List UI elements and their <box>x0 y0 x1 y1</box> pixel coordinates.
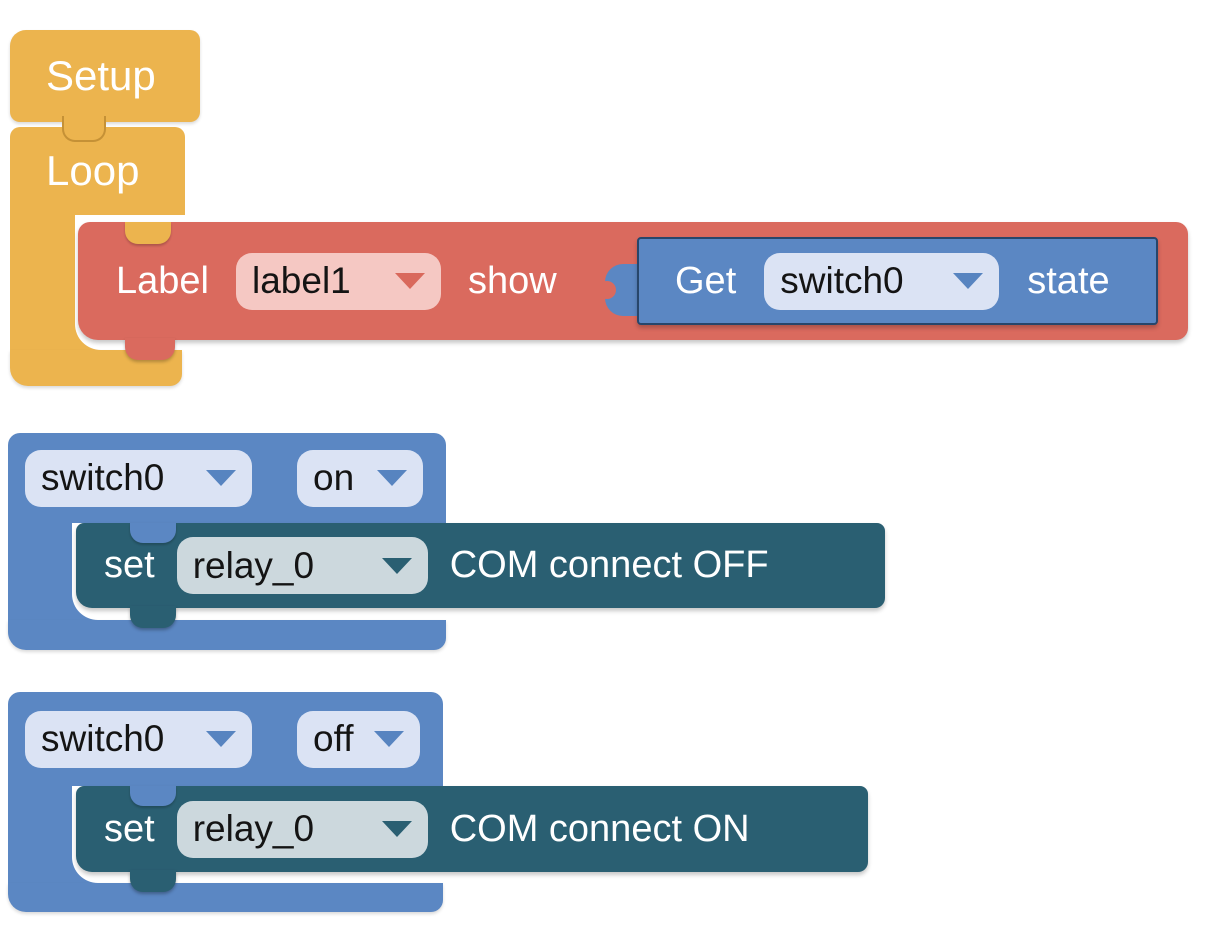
loop-block-spine[interactable] <box>10 215 75 355</box>
loop-label: Loop <box>46 147 140 194</box>
value-connector-notch <box>598 281 616 299</box>
switch-dropdown[interactable]: switch0 <box>25 710 252 768</box>
switch-dropdown-value: switch0 <box>41 457 165 498</box>
setup-block[interactable]: Setup <box>10 30 200 122</box>
dropdown-caret-icon <box>394 273 425 289</box>
switch-on-block-foot[interactable] <box>8 620 446 650</box>
relay-dropdown-value: relay_0 <box>192 808 315 849</box>
setup-loop-connector <box>62 116 106 142</box>
set-text: set <box>104 544 155 586</box>
label-target-value: label1 <box>251 260 351 301</box>
set-relay-off-next-connector <box>130 606 176 628</box>
dropdown-caret-icon <box>206 470 236 486</box>
switch-dropdown-value: switch0 <box>41 718 165 759</box>
get-text: Get <box>675 259 737 302</box>
dropdown-caret-icon <box>374 731 404 747</box>
switch-off-block-foot[interactable] <box>8 883 443 912</box>
setup-label: Setup <box>46 52 156 99</box>
dropdown-caret-icon <box>953 273 984 289</box>
switch-off-block-spine[interactable] <box>8 786 72 886</box>
show-text: show <box>467 259 557 302</box>
dropdown-caret-icon <box>381 557 412 574</box>
command-text: COM connect ON <box>449 807 750 850</box>
label-target-dropdown[interactable]: label1 <box>235 252 441 310</box>
label-block-next-connector <box>125 338 175 360</box>
event-dropdown-value: off <box>313 718 354 759</box>
event-dropdown[interactable]: on <box>297 449 423 507</box>
switch-dropdown[interactable]: switch0 <box>25 449 252 507</box>
get-source-value: switch0 <box>780 260 904 301</box>
set-text: set <box>104 807 155 850</box>
dropdown-caret-icon <box>381 821 412 837</box>
relay-dropdown-value: relay_0 <box>192 544 315 586</box>
get-source-dropdown[interactable]: switch0 <box>764 252 1000 310</box>
loop-block[interactable]: Loop <box>10 127 185 215</box>
relay-dropdown[interactable]: relay_0 <box>176 800 428 858</box>
command-text: COM connect OFF <box>449 544 769 586</box>
switch-on-statement-connector <box>130 523 176 543</box>
event-dropdown-value: on <box>313 457 355 498</box>
set-relay-on-block[interactable]: set relay_0 COM connect ON <box>76 786 868 872</box>
dropdown-caret-icon <box>377 470 407 486</box>
get-state-block[interactable]: Get switch0 state <box>637 237 1158 325</box>
switch-off-block[interactable]: switch0 off <box>8 692 443 786</box>
label-text: Label <box>116 259 209 302</box>
switch-off-statement-connector <box>130 786 176 806</box>
dropdown-caret-icon <box>206 731 236 747</box>
switch-on-block[interactable]: switch0 on <box>8 433 446 523</box>
state-text: state <box>1027 259 1110 302</box>
switch-on-block-spine[interactable] <box>8 523 72 623</box>
set-relay-off-block[interactable]: set relay_0 COM connect OFF <box>76 523 885 608</box>
set-relay-on-next-connector <box>130 870 176 892</box>
relay-dropdown[interactable]: relay_0 <box>176 537 428 594</box>
event-dropdown[interactable]: off <box>297 710 420 768</box>
loop-statement-connector <box>125 222 171 244</box>
value-connector <box>598 264 641 316</box>
